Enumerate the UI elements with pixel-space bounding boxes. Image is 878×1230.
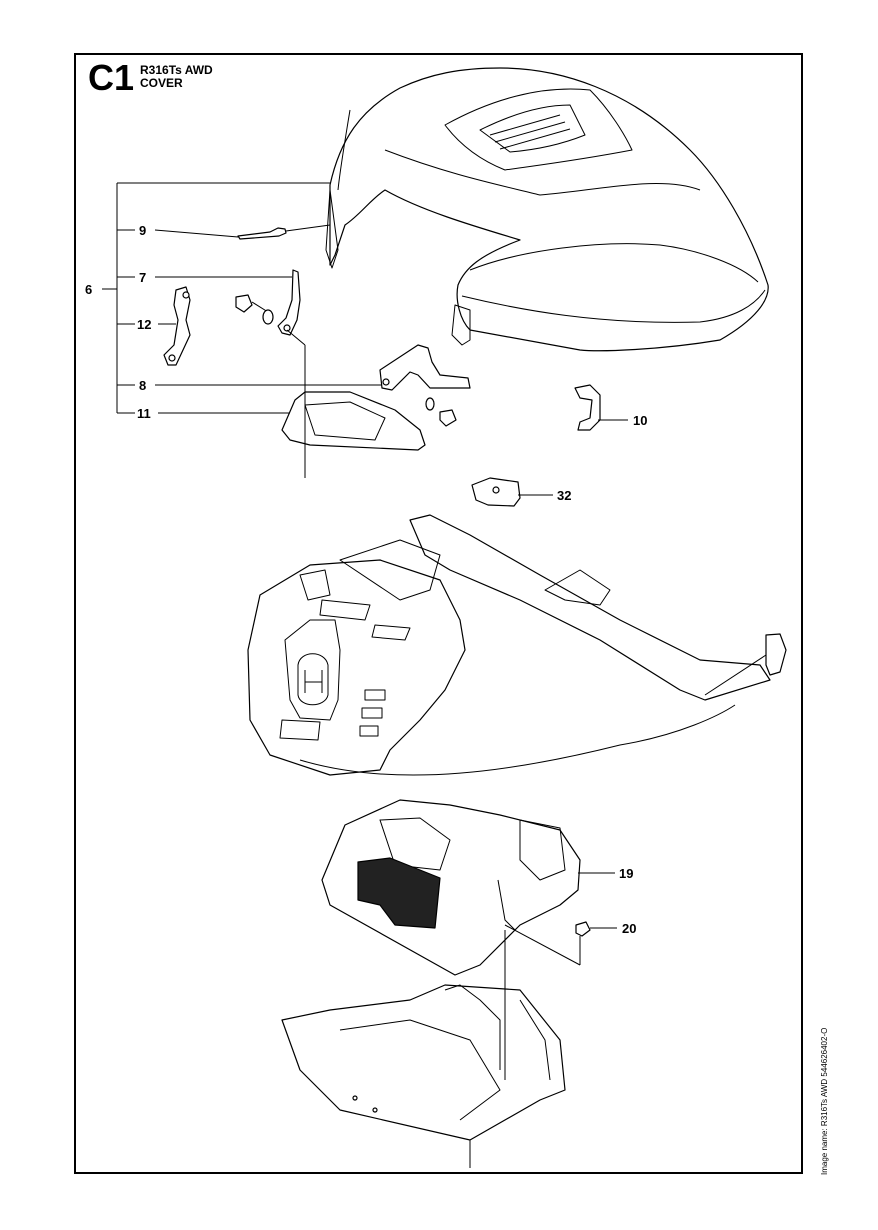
plate-bracket-part [379,344,471,427]
callout-32: 32 [557,488,571,503]
callout-11: 11 [137,406,151,421]
callout-7: 7 [139,270,146,285]
page-code: C1 [88,57,135,98]
housing-cover-part [321,799,581,976]
callout-6: 6 [85,282,92,297]
block-part [471,477,521,507]
model-title: R316Ts AWD COVER [140,64,213,90]
bracket-12-part [163,286,191,366]
model-name: R316Ts AWD [140,63,213,77]
callout-9: 9 [139,223,146,238]
clip-part [574,384,601,431]
callout-8: 8 [139,378,146,393]
front-frame-assembly [247,514,787,776]
callout-20: 20 [622,921,636,936]
screw-part [575,921,591,937]
section-name: COVER [140,76,183,90]
base-chassis [281,984,566,1141]
leader-lines [102,182,767,1168]
diagram-frame [74,53,803,1174]
grille-panel-part [281,391,426,451]
pin-part [237,227,287,240]
hood-part [325,67,769,352]
hinge-bracket-part [235,269,301,336]
callout-10: 10 [633,413,647,428]
callout-12: 12 [137,317,151,332]
callout-19: 19 [619,866,633,881]
